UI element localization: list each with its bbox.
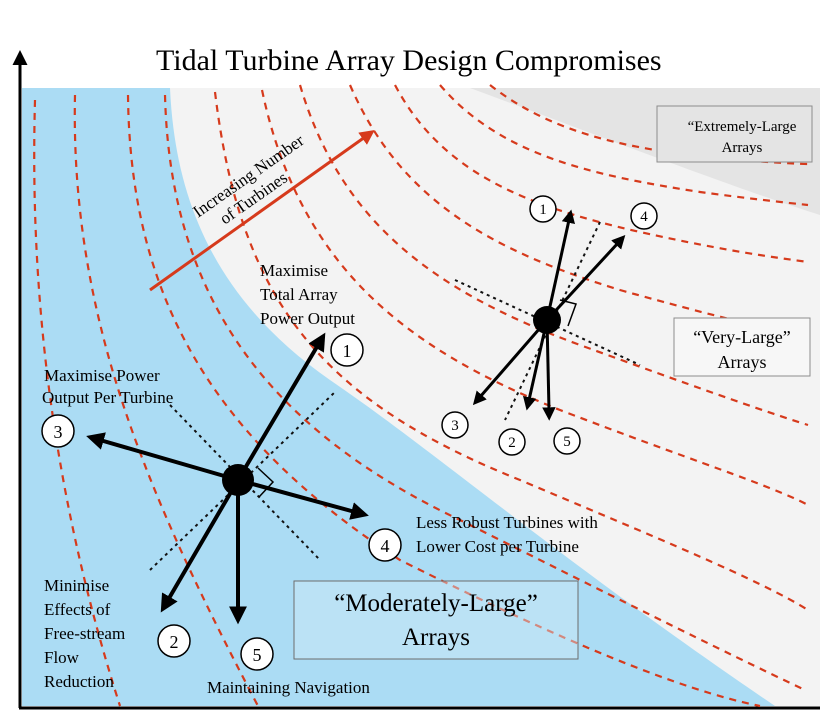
objective-number-badge-5: 5 (553, 427, 581, 455)
vector-arrow-3 (472, 319, 549, 406)
extreme-region-box: “Extremely-Large Arrays (656, 105, 813, 163)
contour-line (163, 94, 806, 691)
vector-arrow-4 (237, 478, 369, 520)
objective-1-label: Maximise Total Array Power Output (260, 261, 355, 328)
objective-number-badge-3: 3 (41, 414, 75, 448)
extreme-region-label: “Extremely-Large (688, 119, 797, 135)
very-region-box: “Very-Large” Arrays (673, 317, 811, 377)
svg-text:2: 2 (508, 435, 516, 451)
orthogonal-guide-line (504, 221, 601, 421)
very-region-label: “Very-Large” (693, 327, 791, 347)
objective-5-label: Maintaining Navigation (207, 678, 370, 697)
objective-number-badge-1: 1 (529, 195, 557, 223)
objective-number-badge-1: 1 (330, 333, 364, 367)
vector-arrow-3 (86, 432, 239, 482)
contour-line (33, 99, 122, 707)
vector-arrow-1 (545, 209, 576, 321)
objective-number-badge-5: 5 (240, 637, 274, 671)
axes (12, 50, 820, 710)
orthogonal-guide-line (454, 279, 641, 366)
main-compromise-star (86, 332, 369, 625)
contour-line (489, 84, 809, 166)
trend-arrow (149, 130, 375, 292)
design-point (222, 464, 254, 496)
very-region-label: Arrays (718, 352, 767, 372)
contour-line (394, 84, 809, 264)
moderate-region-box: “Moderately-Large” Arrays (293, 580, 579, 660)
contour-line (213, 91, 809, 611)
moderate-region-shape (22, 88, 775, 706)
moderate-region-label: Arrays (402, 624, 470, 651)
objective-number-badge-3: 3 (441, 411, 469, 439)
svg-text:2: 2 (170, 632, 179, 652)
right-angle-marker (257, 467, 275, 498)
secondary-compromise-star (454, 209, 641, 421)
moderate-region-label: “Moderately-Large” (334, 590, 538, 617)
objective-number-badge-2: 2 (157, 624, 191, 658)
objective-3-label: Maximise Power Output Per Turbine (42, 366, 173, 407)
svg-text:1: 1 (343, 341, 352, 361)
vector-arrow-2 (160, 478, 240, 613)
extreme-region-label: Arrays (722, 140, 763, 156)
turbine-count-contours (33, 84, 809, 708)
objective-number-badge-4: 4 (630, 202, 658, 230)
objective-number-badge-4: 4 (368, 528, 402, 562)
diagram-title: Tidal Turbine Array Design Compromises (156, 44, 662, 77)
svg-text:4: 4 (640, 209, 648, 225)
vector-arrow-1 (236, 332, 326, 482)
svg-text:4: 4 (381, 536, 390, 556)
svg-text:3: 3 (451, 418, 459, 434)
contour-line (439, 84, 809, 207)
vector-arrow-5 (542, 319, 556, 421)
vector-arrow-4 (545, 235, 626, 322)
svg-text:1: 1 (539, 202, 547, 218)
objective-number-badge-2: 2 (498, 428, 526, 456)
objective-2-label: Minimise Effects of Free-stream Flow Red… (44, 576, 129, 691)
contour-line (73, 94, 259, 707)
svg-text:5: 5 (563, 434, 571, 450)
design-point (533, 306, 561, 334)
svg-text:5: 5 (253, 645, 262, 665)
objective-4-label: Less Robust Turbines with Lower Cost per… (416, 513, 602, 556)
svg-text:3: 3 (54, 422, 63, 442)
contour-line (126, 94, 761, 708)
